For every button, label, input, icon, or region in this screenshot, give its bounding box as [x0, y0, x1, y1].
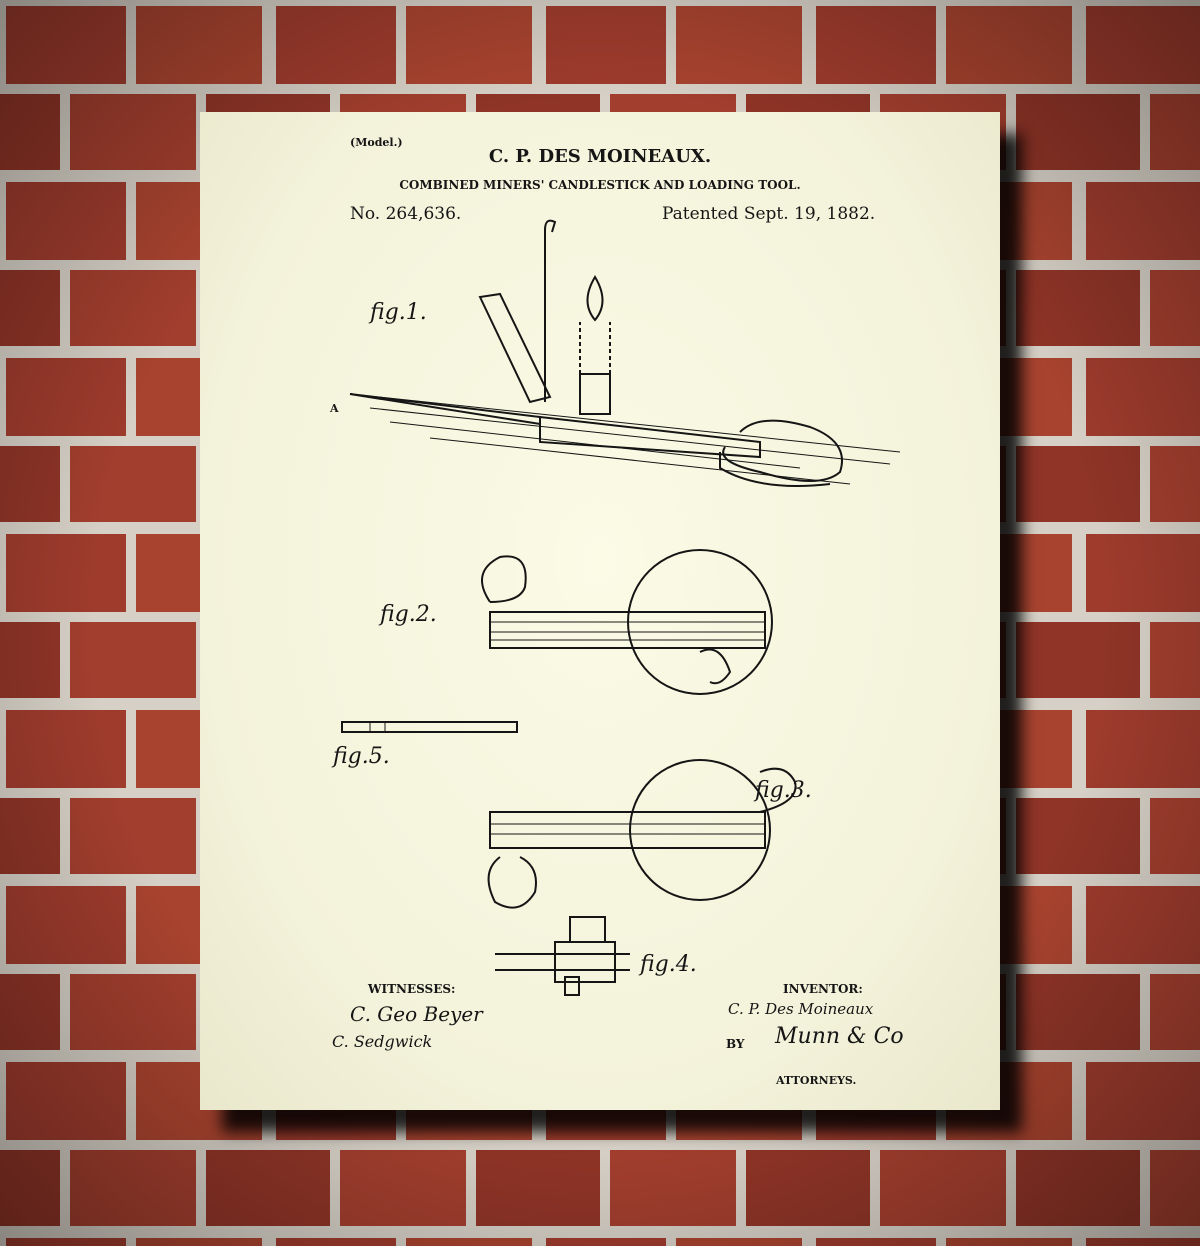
inventor-name: C. P. DES MOINEAUX. [488, 146, 712, 167]
figure-2-label: fig.2. [380, 602, 437, 627]
figure-1-label: fig.1. [370, 300, 427, 325]
figure-4-drawing [495, 916, 630, 996]
attorney-signature: Munn & Co [775, 1024, 904, 1049]
figure-3-drawing [487, 759, 797, 909]
attorneys-label: ATTORNEYS. [776, 1074, 857, 1087]
inventor-label: INVENTOR: [783, 982, 863, 996]
patent-drawings: A [329, 219, 901, 996]
inventor-signature: C. P. Des Moineaux [728, 1000, 874, 1018]
witness-signature-2: C. Sedgwick [332, 1032, 433, 1051]
witness-signature-1: C. Geo Beyer [350, 1002, 483, 1026]
figure-5-drawing [341, 721, 518, 733]
patent-number: No. 264,636. [350, 204, 462, 224]
patent-date: Patented Sept. 19, 1882. [662, 204, 876, 224]
figure-3-label: fig.3. [755, 778, 812, 803]
model-label: (Model.) [350, 136, 403, 149]
figure-1-drawing [349, 219, 901, 487]
witnesses-label: WITNESSES: [368, 982, 456, 996]
ref-letter: A [329, 402, 339, 415]
figure-4-label: fig.4. [640, 952, 697, 977]
patent-poster: (Model.) C. P. DES MOINEAUX. COMBINED MI… [200, 112, 1000, 1110]
figure-2-drawing [481, 549, 773, 695]
by-label: BY [726, 1037, 745, 1051]
patent-title: COMBINED MINERS' CANDLESTICK AND LOADING… [399, 178, 801, 192]
figure-5-label: fig.5. [333, 744, 390, 769]
